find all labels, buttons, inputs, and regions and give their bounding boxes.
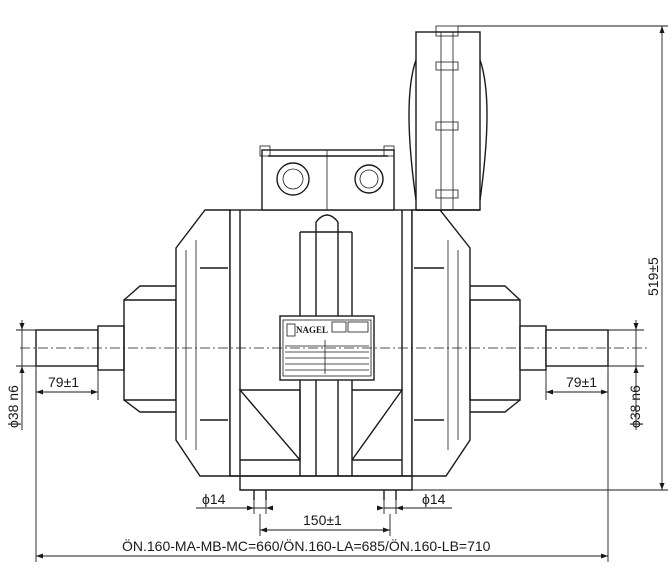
motor-body-outline: NAGEL [35,25,609,500]
shaft-length-left-label: 79±1 [48,374,79,390]
dimension-overall-height: 519±5 [412,25,668,491]
overall-length-label: ÖN.160-MA-MB-MC=660/ÖN.160-LA=685/ÖN.160… [122,537,491,554]
dimension-overall-length: ÖN.160-MA-MB-MC=660/ÖN.160-LA=685/ÖN.160… [35,366,609,562]
dimension-foot-hole-spacing: 150±1 [259,512,391,536]
dimension-shaft-diameter-right: ϕ38 n6 [608,320,644,430]
dimension-foot-hole-left: ϕ14 [196,491,273,514]
shaft-diameter-right-label: ϕ38 n6 [627,385,643,428]
shaft-length-right-label: 79±1 [566,374,597,390]
foot-hole-spacing-label: 150±1 [303,512,342,528]
foot-hole-right-label: ϕ14 [422,491,446,507]
foot-hole-left-label: ϕ14 [202,491,226,507]
shaft-diameter-left-label: ϕ38 n6 [5,385,21,428]
dimension-shaft-length-right: 79±1 [545,370,609,400]
overall-height-label: 519±5 [645,257,661,296]
dimension-foot-hole-right: ϕ14 [377,491,452,514]
dimension-shaft-diameter-left: ϕ38 n6 [5,320,36,430]
dimension-shaft-length-left: 79±1 [35,370,99,400]
nameplate-brand: NAGEL [296,325,328,335]
